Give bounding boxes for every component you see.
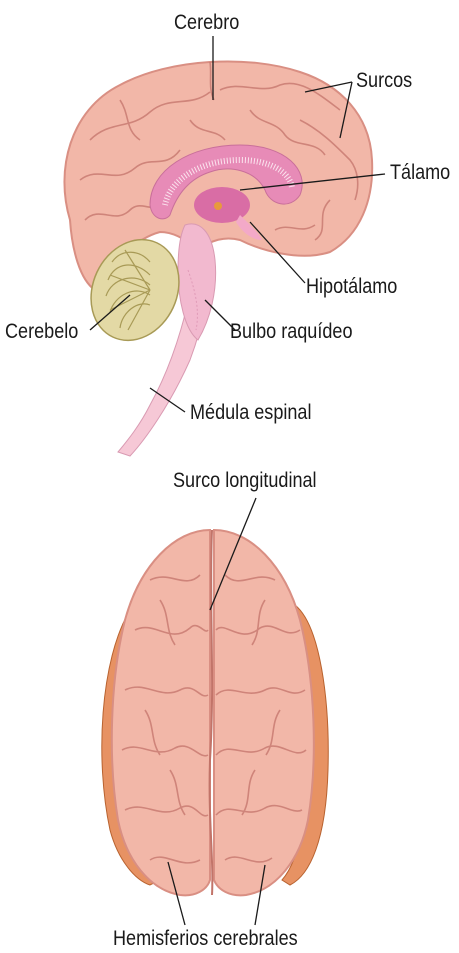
label-talamo: Tálamo: [390, 162, 450, 183]
top-view-brain: [102, 530, 328, 895]
label-cerebelo: Cerebelo: [5, 321, 78, 342]
label-surcos: Surcos: [356, 70, 412, 91]
label-hipotalamo: Hipotálamo: [306, 276, 397, 297]
left-hemisphere: [112, 530, 210, 895]
right-hemisphere: [214, 530, 314, 895]
sagittal-brain: [64, 61, 372, 456]
label-medula: Médula espinal: [190, 402, 311, 423]
pineal: [214, 202, 222, 210]
label-cerebro: Cerebro: [174, 12, 239, 33]
label-surco-longitudinal: Surco longitudinal: [173, 470, 317, 491]
label-hemisferios: Hemisferios cerebrales: [113, 928, 298, 949]
label-bulbo: Bulbo raquídeo: [230, 321, 353, 342]
